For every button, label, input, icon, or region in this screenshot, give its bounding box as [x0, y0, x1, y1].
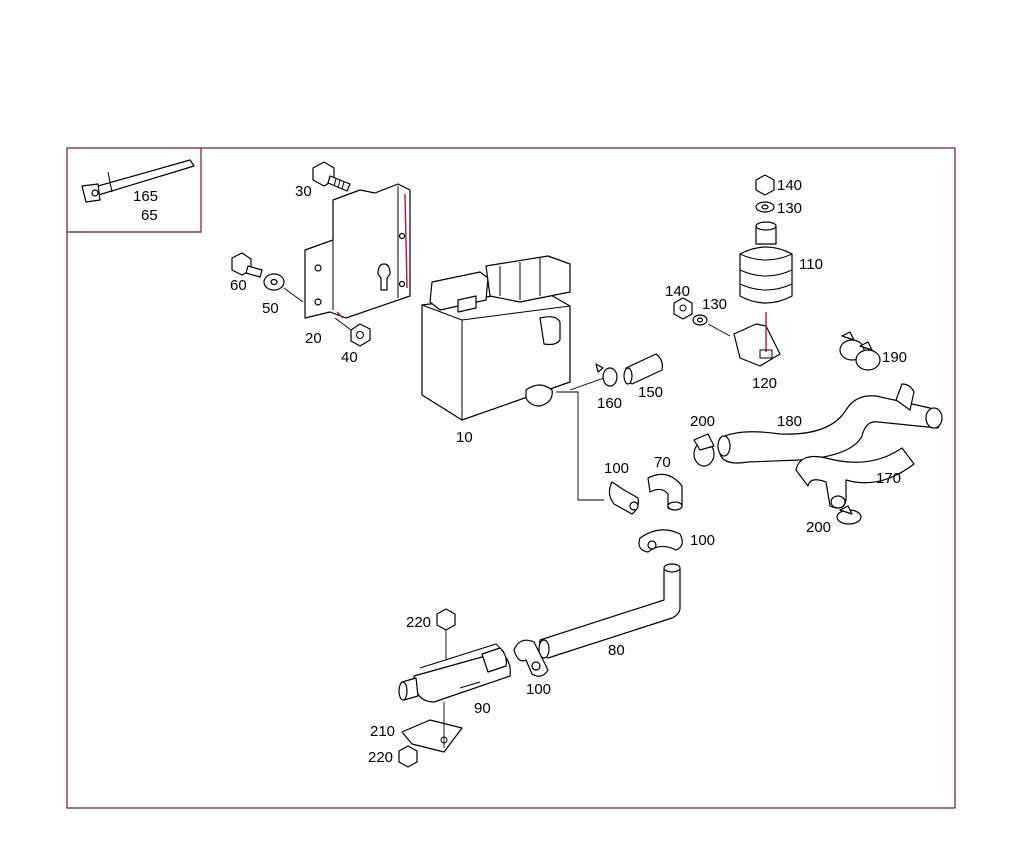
- part-label-100-middle[interactable]: 100: [690, 532, 715, 549]
- nut-part-220-upper[interactable]: [436, 608, 456, 660]
- part-label-210[interactable]: 210: [370, 723, 395, 740]
- part-label-160[interactable]: 160: [597, 395, 622, 412]
- nut-part-140-side[interactable]: [673, 297, 693, 320]
- part-label-120[interactable]: 120: [752, 375, 777, 392]
- part-label-10[interactable]: 10: [456, 429, 473, 446]
- hose-clamp-part-200-lower[interactable]: [836, 505, 862, 525]
- elbow-pipe-part-70[interactable]: [647, 473, 683, 511]
- hose-clamp-part-200-left[interactable]: [693, 433, 715, 467]
- heater-unit-part-10[interactable]: [421, 255, 571, 421]
- pipe-clip-part-100-upper[interactable]: [608, 481, 639, 515]
- silencer-bracket-part-210[interactable]: [401, 702, 463, 753]
- nut-part-220-lower[interactable]: [398, 745, 418, 768]
- hose-clamps-part-190[interactable]: [839, 331, 881, 371]
- part-label-60[interactable]: 60: [230, 277, 247, 294]
- part-label-20[interactable]: 20: [305, 330, 322, 347]
- silencer-part-90[interactable]: [398, 643, 511, 703]
- part-label-100-upper[interactable]: 100: [604, 460, 629, 477]
- part-label-150[interactable]: 150: [638, 384, 663, 401]
- hose-part-150[interactable]: [623, 353, 663, 385]
- pipe-clip-part-100-middle[interactable]: [638, 529, 683, 553]
- nut-part-140-top[interactable]: [755, 174, 775, 196]
- assembly-guide-line: [556, 391, 604, 501]
- pipe-clip-part-100-lower[interactable]: [513, 639, 549, 677]
- part-label-220-lower[interactable]: 220: [368, 749, 393, 766]
- washer-part-130-side[interactable]: [692, 314, 708, 326]
- inset-box: [67, 148, 202, 233]
- nut-part-40[interactable]: [334, 317, 371, 347]
- part-label-100-lower[interactable]: 100: [526, 681, 551, 698]
- part-label-200-upper[interactable]: 200: [690, 413, 715, 430]
- part-label-140-side[interactable]: 140: [665, 283, 690, 300]
- part-label-130-top[interactable]: 130: [777, 200, 802, 217]
- part-label-220-upper[interactable]: 220: [406, 614, 431, 631]
- part-label-200-lower[interactable]: 200: [806, 519, 831, 536]
- clamp-part-160[interactable]: [595, 363, 618, 387]
- part-label-140-top[interactable]: 140: [777, 177, 802, 194]
- part-label-80[interactable]: 80: [608, 642, 625, 659]
- part-label-90[interactable]: 90: [474, 700, 491, 717]
- washer-part-130-top[interactable]: [755, 201, 775, 213]
- part-label-110[interactable]: 110: [799, 256, 823, 273]
- bolt-part-60[interactable]: [231, 252, 263, 278]
- filter-bracket-part-120[interactable]: [707, 312, 781, 367]
- part-label-180[interactable]: 180: [777, 413, 802, 430]
- part-label-40[interactable]: 40: [341, 349, 358, 366]
- bolt-part-30[interactable]: [312, 161, 351, 192]
- part-label-165[interactable]: 165: [133, 188, 158, 205]
- mounting-bracket-part-20[interactable]: [304, 183, 411, 319]
- part-label-70[interactable]: 70: [654, 454, 671, 471]
- diagram-frame: [66, 147, 956, 809]
- part-label-50[interactable]: 50: [262, 300, 279, 317]
- coolant-hose-part-170[interactable]: [795, 447, 915, 509]
- washer-part-50[interactable]: [263, 273, 304, 303]
- coolant-hose-part-180[interactable]: [717, 383, 943, 464]
- part-label-130-side[interactable]: 130: [702, 296, 727, 313]
- cable-tie-part[interactable]: [81, 159, 195, 203]
- part-label-170[interactable]: 170: [876, 470, 901, 487]
- exhaust-pipe-part-80[interactable]: [538, 563, 681, 659]
- part-label-65[interactable]: 65: [141, 207, 158, 224]
- fuel-filter-part-110[interactable]: [739, 221, 793, 304]
- part-label-190[interactable]: 190: [882, 349, 907, 366]
- part-label-30[interactable]: 30: [295, 183, 312, 200]
